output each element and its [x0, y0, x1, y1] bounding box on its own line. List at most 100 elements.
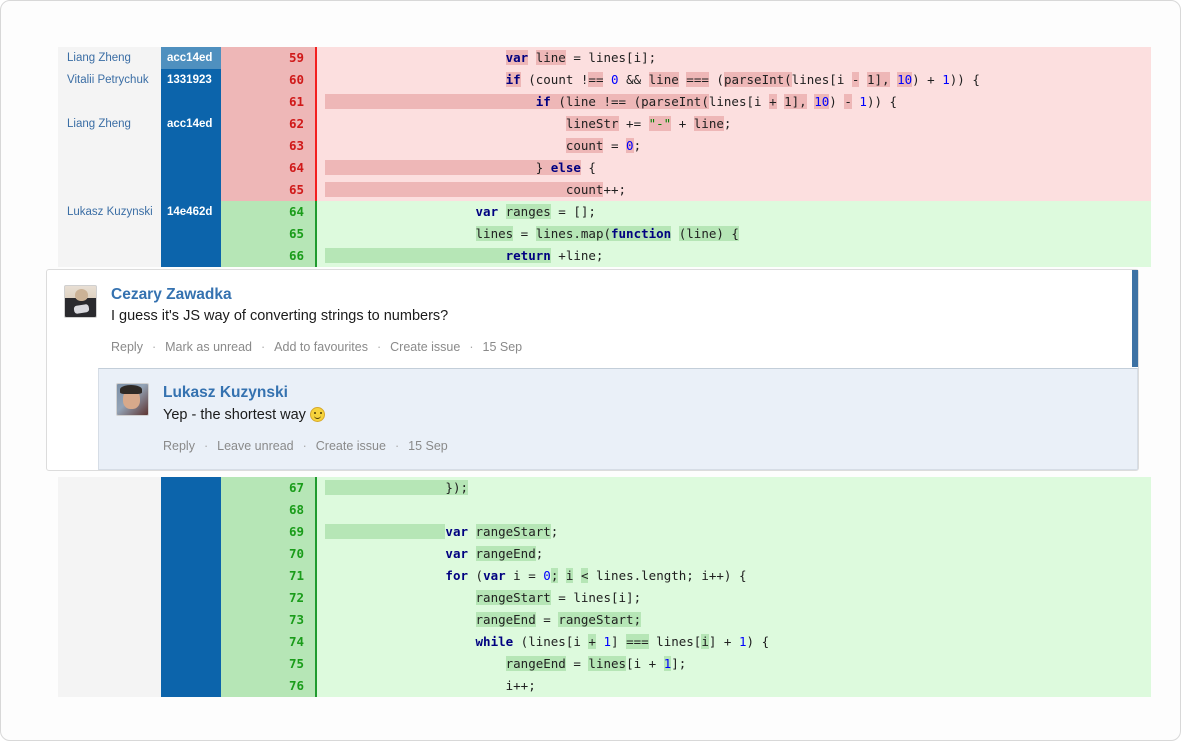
code-line-row[interactable]: 75 rangeEnd = lines[i + 1]; [58, 653, 1151, 675]
blame-author [58, 223, 161, 245]
code-line-row[interactable]: 61 if (line !== (parseInt(lines[i + 1], … [58, 91, 1151, 113]
blame-commit-hash[interactable]: acc14ed [161, 47, 221, 69]
action-reply[interactable]: Reply [163, 439, 195, 453]
blame-commit-hash[interactable] [161, 179, 221, 201]
action-leave-unread[interactable]: Leave unread [217, 439, 294, 453]
comment-date: 15 Sep [482, 340, 523, 354]
action-reply[interactable]: Reply [111, 340, 143, 354]
reply-author-name[interactable]: Lukasz Kuzynski [163, 384, 288, 401]
code-line-row[interactable]: 71 for (var i = 0; i < lines.length; i++… [58, 565, 1151, 587]
code-line-content: var ranges = []; [315, 201, 1151, 223]
blame-author [58, 675, 161, 697]
reply-date: 15 Sep [408, 439, 448, 453]
code-line-row[interactable]: 73 rangeEnd = rangeStart; [58, 609, 1151, 631]
inline-comment-card: Cezary Zawadka I guess it's JS way of co… [46, 269, 1139, 471]
code-line-row[interactable]: 67 }); [58, 477, 1151, 499]
code-line-content: count = 0; [315, 135, 1151, 157]
blame-commit-hash[interactable] [161, 565, 221, 587]
code-line-row[interactable]: 63 count = 0; [58, 135, 1151, 157]
code-line-content: }); [315, 477, 1151, 499]
code-line-content: var rangeStart; [315, 521, 1151, 543]
code-line-content: lines = lines.map(function (line) { [315, 223, 1151, 245]
blame-author [58, 609, 161, 631]
code-line-content: if (count !== 0 && line === (parseInt(li… [315, 69, 1151, 91]
code-line-content: for (var i = 0; i < lines.length; i++) { [315, 565, 1151, 587]
blame-commit-hash[interactable]: 1331923 [161, 69, 221, 91]
blame-commit-hash[interactable] [161, 543, 221, 565]
blame-commit-hash[interactable] [161, 499, 221, 521]
action-separator: · [261, 340, 266, 354]
blame-commit-hash[interactable] [161, 609, 221, 631]
comment-main: Cezary Zawadka I guess it's JS way of co… [47, 270, 1138, 368]
code-line-row[interactable]: 70 var rangeEnd; [58, 543, 1151, 565]
blame-author: Vitalii Petrychuk [58, 69, 161, 91]
blame-commit-hash[interactable] [161, 135, 221, 157]
blame-author [58, 653, 161, 675]
comment-author-name[interactable]: Cezary Zawadka [111, 286, 232, 303]
blame-author: Liang Zheng [58, 113, 161, 135]
blame-author: Liang Zheng [58, 47, 161, 69]
blame-commit-hash[interactable] [161, 587, 221, 609]
blame-commit-hash[interactable] [161, 675, 221, 697]
line-number: 64 [221, 157, 315, 179]
blame-commit-hash[interactable] [161, 477, 221, 499]
code-line-content: rangeEnd = lines[i + 1]; [315, 653, 1151, 675]
code-line-row[interactable]: 65 lines = lines.map(function (line) { [58, 223, 1151, 245]
line-number: 76 [221, 675, 315, 697]
blame-commit-hash[interactable] [161, 521, 221, 543]
action-separator: · [394, 439, 400, 453]
blame-commit-hash[interactable] [161, 223, 221, 245]
code-line-row[interactable]: 69 var rangeStart; [58, 521, 1151, 543]
blame-author [58, 245, 161, 267]
blame-author: Lukasz Kuzynski [58, 201, 161, 223]
line-number: 66 [221, 245, 315, 267]
line-number: 74 [221, 631, 315, 653]
action-separator: · [151, 340, 157, 354]
code-line-row[interactable]: 64 } else { [58, 157, 1151, 179]
blame-author [58, 499, 161, 521]
code-line-row[interactable]: 72 rangeStart = lines[i]; [58, 587, 1151, 609]
blame-commit-hash[interactable] [161, 653, 221, 675]
code-line-content: if (line !== (parseInt(lines[i + 1], 10)… [315, 91, 1151, 113]
blame-commit-hash[interactable] [161, 91, 221, 113]
code-line-content: } else { [315, 157, 1151, 179]
line-number: 63 [221, 135, 315, 157]
avatar-lukasz-kuzynski[interactable] [116, 383, 149, 416]
code-line-row[interactable]: 76 i++; [58, 675, 1151, 697]
blame-commit-hash[interactable] [161, 631, 221, 653]
code-line-content: i++; [315, 675, 1151, 697]
action-mark-as-unread[interactable]: Mark as unread [165, 340, 252, 354]
avatar-cezary-zawadka[interactable] [64, 285, 97, 318]
blame-commit-hash[interactable] [161, 245, 221, 267]
line-number: 70 [221, 543, 315, 565]
blame-commit-hash[interactable]: 14e462d [161, 201, 221, 223]
line-number: 64 [221, 201, 315, 223]
code-line-row[interactable]: 74 while (lines[i + 1] === lines[i] + 1)… [58, 631, 1151, 653]
action-add-to-favourites[interactable]: Add to favourites [274, 340, 368, 354]
action-separator: · [469, 340, 474, 354]
blame-author [58, 565, 161, 587]
code-line-content: rangeEnd = rangeStart; [315, 609, 1151, 631]
line-number: 59 [221, 47, 315, 69]
line-number: 67 [221, 477, 315, 499]
code-line-content: var rangeEnd; [315, 543, 1151, 565]
reply-text: Yep - the shortest way [163, 407, 306, 423]
action-separator: · [203, 439, 209, 453]
blame-commit-hash[interactable]: acc14ed [161, 113, 221, 135]
code-line-row[interactable]: 68 [58, 499, 1151, 521]
action-create-issue[interactable]: Create issue [390, 340, 461, 354]
code-line-row[interactable]: 66 return +line; [58, 245, 1151, 267]
blame-commit-hash[interactable] [161, 157, 221, 179]
comment-text: I guess it's JS way of converting string… [111, 308, 449, 324]
code-line-content: var line = lines[i]; [315, 47, 1151, 69]
code-line-row[interactable]: 65 count++; [58, 179, 1151, 201]
action-create-issue[interactable]: Create issue [315, 439, 386, 453]
blame-author [58, 91, 161, 113]
comment-actions-main: Reply · Mark as unread · Add to favourit… [111, 339, 1120, 355]
